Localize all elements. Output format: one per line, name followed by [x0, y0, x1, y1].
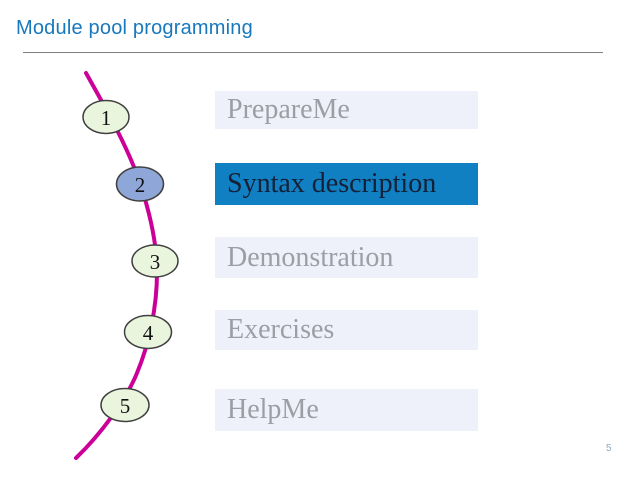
step-node-3: 3	[131, 244, 179, 278]
title-divider	[23, 52, 603, 53]
agenda-item-prepareme: PrepareMe	[215, 91, 478, 129]
step-node-1-number: 1	[101, 106, 112, 130]
agenda-item-helpme: HelpMe	[215, 389, 478, 431]
step-flow-graphic: 1 2 3 4 5	[74, 71, 179, 460]
step-node-4-shape	[123, 314, 173, 350]
step-node-5: 5	[100, 387, 150, 423]
agenda-item-exercises: Exercises	[215, 310, 478, 350]
step-node-3-number: 3	[150, 250, 161, 274]
agenda-item-helpme-label: HelpMe	[227, 394, 319, 425]
step-node-4-number: 4	[143, 321, 154, 345]
step-node-2: 2	[115, 166, 165, 202]
step-node-3-shape	[131, 244, 179, 278]
agenda-item-syntax-description: Syntax description	[215, 163, 478, 205]
agenda-item-demonstration: Demonstration	[215, 237, 478, 278]
agenda-item-exercises-label: Exercises	[227, 314, 335, 345]
page-number: 5	[606, 443, 612, 454]
agenda-item-demonstration-label: Demonstration	[227, 241, 394, 273]
step-node-2-shape	[115, 166, 165, 202]
step-node-5-shape	[100, 387, 150, 423]
step-node-1-shape	[82, 99, 130, 135]
slide-title: Module pool programming	[16, 17, 253, 39]
step-node-2-number: 2	[135, 173, 146, 197]
step-node-4: 4	[123, 314, 173, 350]
agenda-item-syntax-description-label: Syntax description	[227, 168, 437, 199]
step-node-1: 1	[82, 99, 130, 135]
agenda-item-prepareme-label: PrepareMe	[227, 94, 350, 125]
step-node-5-number: 5	[120, 394, 131, 418]
